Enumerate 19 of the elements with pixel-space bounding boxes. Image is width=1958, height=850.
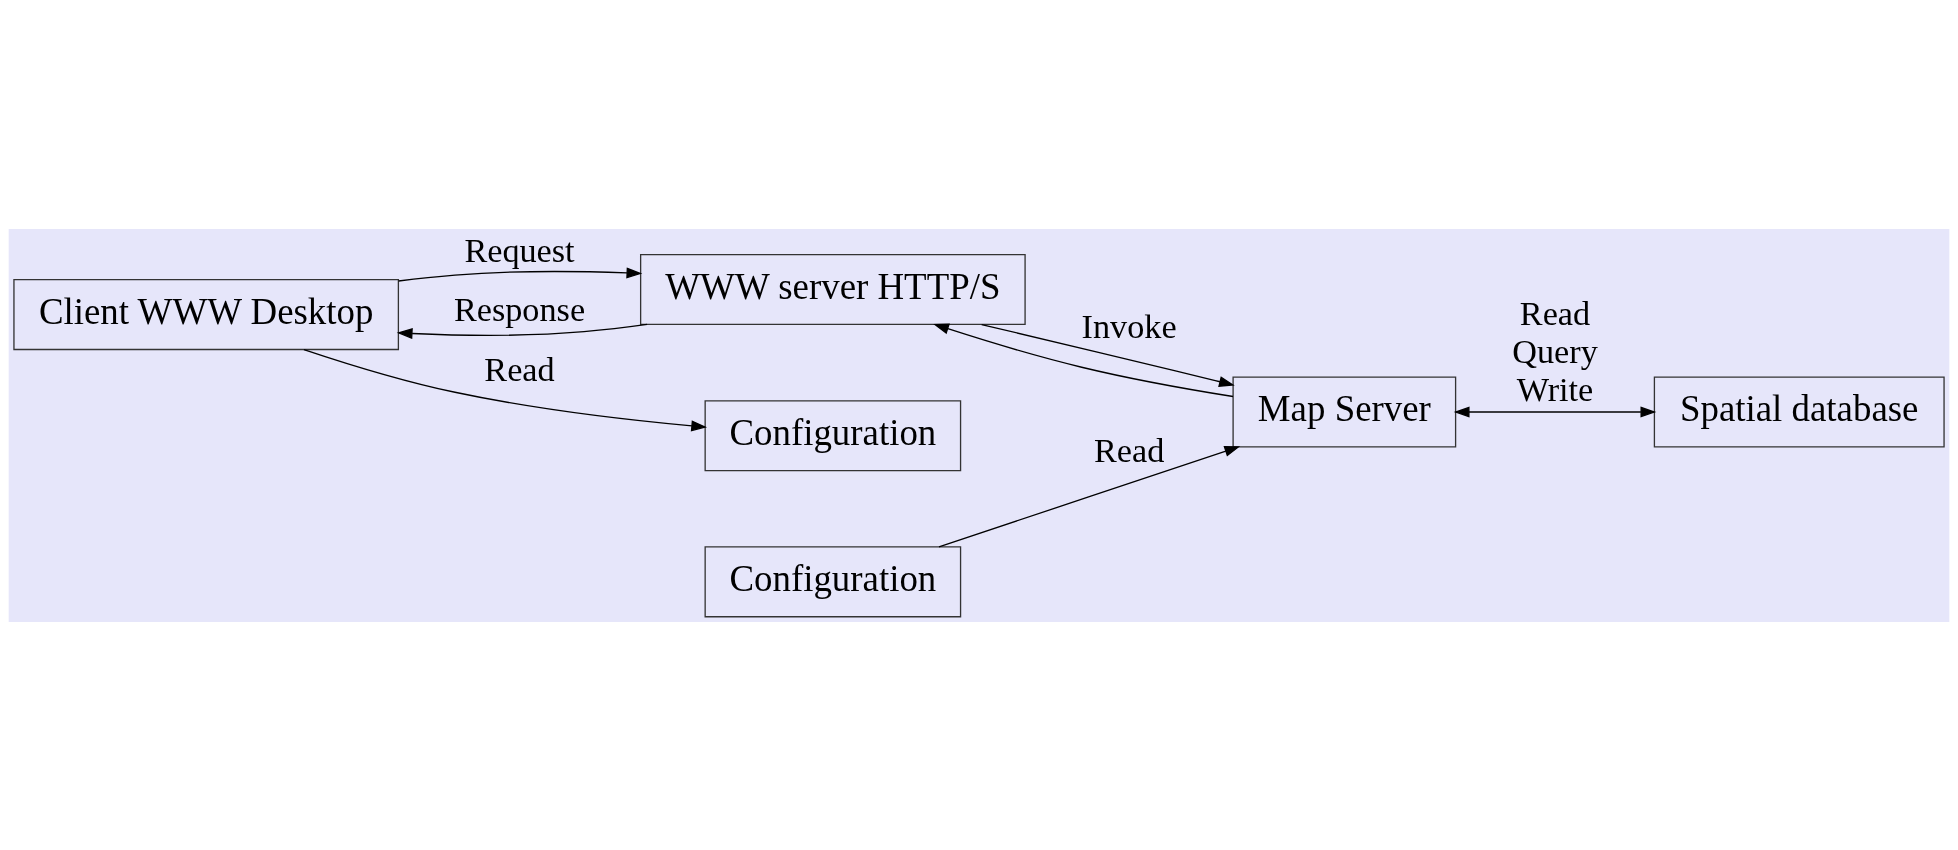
node-box: Spatial database: [1653, 375, 1945, 448]
node-box: Configuration: [704, 545, 962, 617]
node-box: WWW server HTTP/S: [640, 253, 1026, 325]
arrow: [938, 445, 1241, 547]
edge-label: Read Query Write: [1512, 293, 1598, 408]
node-box: Client WWW Desktop: [13, 278, 400, 350]
arrow: [303, 348, 708, 431]
node-box: Map Server: [1232, 375, 1457, 448]
arrow: [981, 323, 1235, 387]
edge-label: Read: [484, 349, 555, 388]
edge-label: Request: [464, 230, 575, 269]
arrow: [398, 266, 643, 282]
arrow: [1453, 405, 1657, 418]
node-box: Configuration: [704, 399, 962, 471]
edge-label: Read: [1093, 430, 1165, 469]
arrow: [933, 323, 1234, 397]
edge-label: Response: [453, 289, 586, 328]
edge-label: Invoke: [1081, 306, 1177, 345]
arrow: [396, 323, 648, 339]
